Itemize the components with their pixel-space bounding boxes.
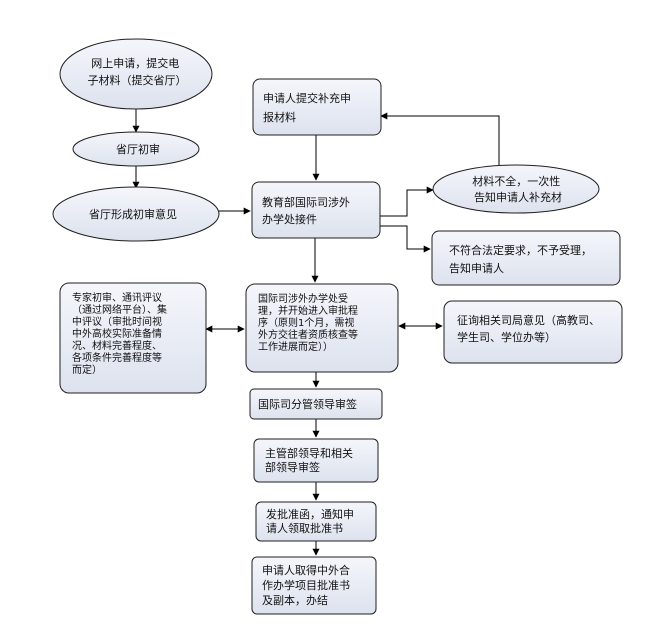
svg-text:发批准函，通知申 请人领取批准书: 发批准函，通知申 请人领取批准书 — [266, 507, 358, 535]
edges — [132, 109, 500, 556]
node-intl-leader: 国际司分管领导审签 — [249, 388, 383, 420]
node-consult-depts: 征询相关司局意见（高教司、 学生司、学位办等） — [443, 300, 623, 364]
svg-text:国际司涉外办学处受 理，并开始进入审批程: 国际司涉外办学处受 理，并开始进入审批程 序（原则1个月，需视 外方交往者资质核… — [258, 292, 361, 353]
svg-text:材料不全，一次性 告知申请人补充材: 材料不全，一次性 告知申请人补充材 — [472, 174, 564, 204]
edge-moe-to-reject — [380, 225, 431, 253]
svg-text:国际司分管领导审签: 国际司分管领导审签 — [258, 397, 357, 411]
node-moe-receive: 教育部国际司涉外 办学处接件 — [251, 181, 381, 239]
svg-text:省厅形成初审意见: 省厅形成初审意见 — [89, 207, 177, 221]
node-expert-review: 专家初审、通讯评议 （通过网络平台）、集 中评议（审批时间视 中外高校实际准备情… — [59, 282, 207, 394]
svg-text:省厅初审: 省厅初审 — [116, 142, 160, 156]
edge-incomplete-to-supplement — [380, 112, 500, 165]
node-province-opinion: 省厅形成初审意见 — [52, 186, 220, 242]
node-approval-letter: 发批准函，通知申 请人领取批准书 — [255, 501, 377, 542]
node-incomplete-notice: 材料不全，一次性 告知申请人补充材 — [432, 164, 600, 214]
edge-moe-to-incomplete — [380, 186, 434, 217]
node-online-apply: 网上申请，提交电 子材料（提交省厅） — [59, 38, 213, 110]
svg-text:申请人提交补充申 报材料: 申请人提交补充申 报材料 — [263, 91, 355, 124]
node-applicant-supplement: 申请人提交补充申 报材料 — [252, 78, 382, 136]
node-province-review: 省厅初审 — [72, 131, 200, 167]
node-ministry-leader: 主管部领导和相关 部领导审签 — [253, 438, 379, 483]
svg-text:申请人取得中外合 作办学项目批准书: 申请人取得中外合 作办学项目批准书 及副本，办结 — [262, 563, 354, 607]
svg-text:征询相关司局意见（高教司、 学生司、学位办等）: 征询相关司局意见（高教司、 学生司、学位办等） — [457, 313, 604, 344]
svg-text:网上申请，提交电 子材料（提交省厅）: 网上申请，提交电 子材料（提交省厅） — [88, 56, 187, 87]
svg-text:专家初审、通讯评议 （通过网络平台）、集: 专家初审、通讯评议 （通过网络平台）、集 中评议（审批时间视 中外高校实际准备情… — [72, 291, 170, 376]
svg-text:不符合法定要求，不予受理， 告知申请人: 不符合法定要求，不予受理， 告知申请人 — [449, 243, 596, 275]
node-reject-notice: 不符合法定要求，不予受理， 告知申请人 — [431, 230, 621, 286]
svg-text:主管部领导和相关 部领导审签: 主管部领导和相关 部领导审签 — [265, 446, 357, 474]
svg-text:教育部国际司涉外 办学处接件: 教育部国际司涉外 办学处接件 — [262, 195, 354, 226]
node-intl-accept: 国际司涉外办学处受 理，并开始进入审批程 序（原则1个月，需视 外方交往者资质核… — [245, 283, 399, 373]
node-final-obtain: 申请人取得中外合 作办学项目批准书 及副本，办结 — [251, 556, 377, 615]
